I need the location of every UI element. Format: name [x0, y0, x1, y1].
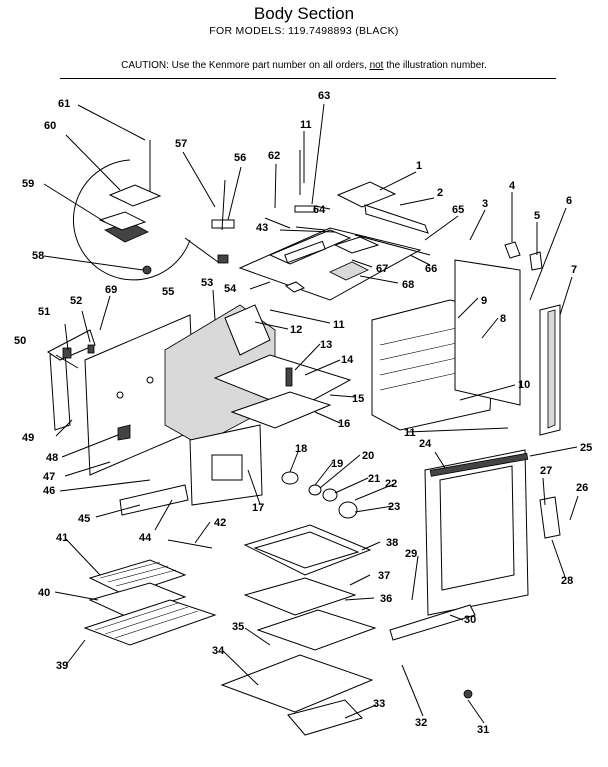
callout-label: 60	[44, 120, 56, 132]
callout-label: 48	[46, 452, 58, 464]
callout-label: 36	[380, 593, 392, 605]
callout-label: 61	[58, 98, 70, 110]
callout-label: 19	[331, 458, 343, 470]
rear-body	[371, 241, 561, 436]
callout-label: 14	[341, 354, 354, 366]
callout-label: 47	[43, 471, 55, 483]
callout-label: 46	[43, 485, 55, 497]
caution-underlined: not	[369, 60, 384, 71]
top-panel	[211, 150, 431, 301]
callout-label: 54	[224, 283, 237, 295]
callout-label: 66	[425, 263, 437, 275]
callout-label: 3	[482, 198, 488, 210]
callout-label: 34	[212, 645, 225, 657]
callout-label: 7	[571, 264, 577, 276]
oven-cavity	[164, 304, 352, 446]
callout-label: 53	[201, 277, 213, 289]
header-divider	[60, 78, 556, 79]
callout-label: 11	[404, 427, 416, 439]
oven-door	[389, 449, 561, 699]
callout-label: 39	[56, 660, 68, 672]
callout-label: 62	[268, 150, 280, 162]
callout-label: 9	[481, 295, 487, 307]
callout-label: 67	[376, 263, 388, 275]
callout-label: 31	[477, 724, 489, 736]
callout-label: 40	[38, 587, 50, 599]
callout-label: 63	[318, 90, 330, 102]
callout-label: 57	[175, 138, 187, 150]
callout-label: 24	[419, 438, 432, 450]
callout-label: 30	[464, 614, 476, 626]
callout-label: 56	[234, 152, 246, 164]
page-title: Body Section	[253, 4, 355, 23]
callout-label: 17	[252, 502, 264, 514]
callout-label: 44	[139, 532, 152, 544]
callout-label: 49	[22, 432, 34, 444]
callout-label: 28	[561, 575, 573, 587]
callout-label: 32	[415, 717, 427, 729]
callout-label: 4	[509, 180, 516, 192]
front-frame	[119, 424, 263, 516]
callout-label: 25	[580, 442, 592, 454]
callout-label: 69	[105, 284, 117, 296]
callout-label: 55	[162, 286, 174, 298]
callout-label: 51	[38, 306, 50, 318]
callout-label: 21	[368, 473, 380, 485]
callout-label: 35	[232, 621, 244, 633]
callout-label: 27	[540, 465, 552, 477]
callout-label: 68	[402, 279, 414, 291]
caution-prefix: CAUTION: Use the Kenmore part number on …	[121, 60, 370, 71]
callout-label: 29	[405, 548, 417, 560]
callout-label: 16	[338, 418, 350, 430]
callout-label: 65	[452, 204, 464, 216]
caution-note: CAUTION: Use the Kenmore part number on …	[0, 60, 608, 71]
callout-numbers: 1 2 3 4 5 6 7 8 9 10 11 11 11 12 13 14 1…	[14, 90, 592, 736]
callout-label: 38	[386, 537, 398, 549]
callout-label: 43	[256, 222, 268, 234]
callout-label: 11	[333, 319, 345, 331]
callout-label: 5	[534, 210, 540, 222]
caution-suffix: the illustration number.	[383, 60, 487, 71]
callout-label: 22	[385, 478, 397, 490]
callout-label: 41	[56, 532, 68, 544]
callout-label: 45	[78, 513, 90, 525]
leader-lines	[43, 103, 579, 724]
callout-label: 6	[566, 195, 572, 207]
callout-label: 42	[214, 517, 226, 529]
callout-label: 59	[22, 178, 34, 190]
callout-label: 58	[32, 250, 44, 262]
callout-label: 13	[320, 339, 332, 351]
callout-label: 18	[295, 443, 307, 455]
callout-label: 64	[313, 204, 326, 216]
callout-label: 26	[576, 482, 588, 494]
callout-label: 2	[437, 187, 443, 199]
callout-label: 50	[14, 335, 26, 347]
callout-label: 15	[352, 393, 364, 405]
callout-label: 52	[70, 295, 82, 307]
storage-drawer	[220, 524, 377, 736]
callout-label: 20	[362, 450, 374, 462]
callout-label: 10	[518, 379, 530, 391]
callout-label: 23	[388, 501, 400, 513]
callout-label: 11	[300, 119, 312, 131]
callout-label: 12	[290, 324, 302, 336]
callout-label: 1	[416, 160, 422, 172]
oven-racks	[83, 539, 217, 646]
callout-label: 33	[373, 698, 385, 710]
callout-label: 8	[500, 313, 506, 325]
model-subtitle: FOR MODELS: 119.7498893 (BLACK)	[209, 25, 399, 37]
detail-magnifier	[73, 140, 219, 281]
callout-label: 37	[378, 570, 390, 582]
